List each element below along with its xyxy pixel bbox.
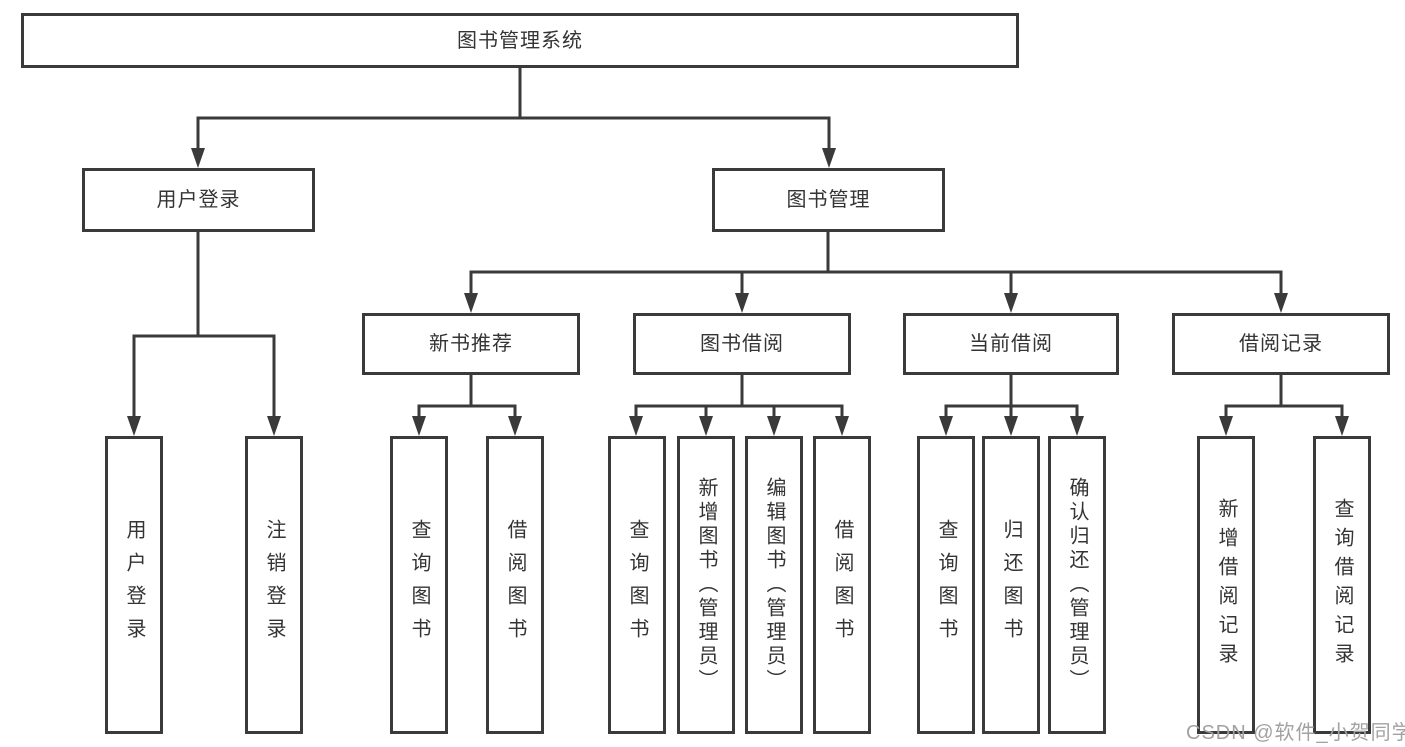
arrowhead-icon bbox=[412, 416, 426, 436]
node-label-br-add: 新增借阅记录 bbox=[1215, 498, 1237, 672]
node-new-book: 新书推荐 bbox=[362, 313, 580, 375]
node-leaf-logout: 注销登录 bbox=[245, 436, 303, 734]
node-label-cb-query: 查询图书 bbox=[935, 519, 957, 651]
node-label-leaf-login: 用户登录 bbox=[123, 519, 145, 651]
node-book-borrow: 图书借阅 bbox=[633, 313, 851, 375]
node-label-cb-confirm: 确认归还（管理员） bbox=[1066, 477, 1088, 693]
arrowhead-icon bbox=[464, 293, 478, 313]
arrowhead-icon bbox=[822, 148, 836, 168]
arrowhead-icon bbox=[1004, 293, 1018, 313]
arrowhead-icon bbox=[629, 416, 643, 436]
node-cb-query: 查询图书 bbox=[917, 436, 975, 734]
node-current-borrow: 当前借阅 bbox=[903, 313, 1119, 375]
node-label-bb-add: 新增图书（管理员） bbox=[695, 477, 717, 693]
node-label-cb-return: 归还图书 bbox=[1000, 519, 1022, 651]
arrowhead-icon bbox=[1004, 416, 1018, 436]
node-label-bb-borrow: 借阅图书 bbox=[831, 519, 853, 651]
node-bb-query: 查询图书 bbox=[608, 436, 666, 734]
arrowhead-icon bbox=[1219, 416, 1233, 436]
node-label-nb-borrow: 借阅图书 bbox=[504, 519, 526, 651]
node-label-br-query: 查询借阅记录 bbox=[1331, 498, 1353, 672]
node-cb-return: 归还图书 bbox=[982, 436, 1040, 734]
node-cb-confirm: 确认归还（管理员） bbox=[1048, 436, 1106, 734]
node-label-user-login: 用户登录 bbox=[156, 189, 241, 211]
arrowhead-icon bbox=[1070, 416, 1084, 436]
node-label-bb-query: 查询图书 bbox=[626, 519, 648, 651]
node-label-nb-query: 查询图书 bbox=[408, 519, 430, 651]
node-bb-borrow: 借阅图书 bbox=[813, 436, 871, 734]
arrowhead-icon bbox=[735, 293, 749, 313]
node-label-current-borrow: 当前借阅 bbox=[969, 333, 1053, 355]
node-br-query: 查询借阅记录 bbox=[1313, 436, 1371, 734]
arrowhead-icon bbox=[1274, 293, 1288, 313]
node-leaf-login: 用户登录 bbox=[105, 436, 163, 734]
node-root: 图书管理系统 bbox=[21, 13, 1019, 68]
arrowhead-icon bbox=[767, 416, 781, 436]
node-label-new-book: 新书推荐 bbox=[429, 333, 513, 355]
arrowhead-icon bbox=[939, 416, 953, 436]
node-label-book-mgmt: 图书管理 bbox=[786, 189, 871, 211]
node-nb-borrow: 借阅图书 bbox=[486, 436, 544, 734]
node-label-book-borrow: 图书借阅 bbox=[700, 333, 784, 355]
arrowhead-icon bbox=[508, 416, 522, 436]
node-book-mgmt: 图书管理 bbox=[712, 168, 945, 232]
node-bb-add: 新增图书（管理员） bbox=[677, 436, 735, 734]
arrowhead-icon bbox=[835, 416, 849, 436]
node-user-login: 用户登录 bbox=[82, 168, 315, 232]
node-br-add: 新增借阅记录 bbox=[1197, 436, 1255, 734]
arrowhead-icon bbox=[699, 416, 713, 436]
node-label-borrow-record: 借阅记录 bbox=[1239, 333, 1323, 355]
node-borrow-record: 借阅记录 bbox=[1172, 313, 1390, 375]
arrowhead-icon bbox=[191, 148, 205, 168]
node-label-bb-edit: 编辑图书（管理员） bbox=[763, 477, 785, 693]
arrowhead-icon bbox=[127, 416, 141, 436]
node-label-root: 图书管理系统 bbox=[457, 29, 583, 52]
node-label-leaf-logout: 注销登录 bbox=[263, 519, 285, 651]
arrowhead-icon bbox=[1335, 416, 1349, 436]
watermark: CSDN @软件_小贺同学 bbox=[1186, 722, 1405, 744]
node-bb-edit: 编辑图书（管理员） bbox=[745, 436, 803, 734]
node-nb-query: 查询图书 bbox=[390, 436, 448, 734]
arrowhead-icon bbox=[267, 416, 281, 436]
